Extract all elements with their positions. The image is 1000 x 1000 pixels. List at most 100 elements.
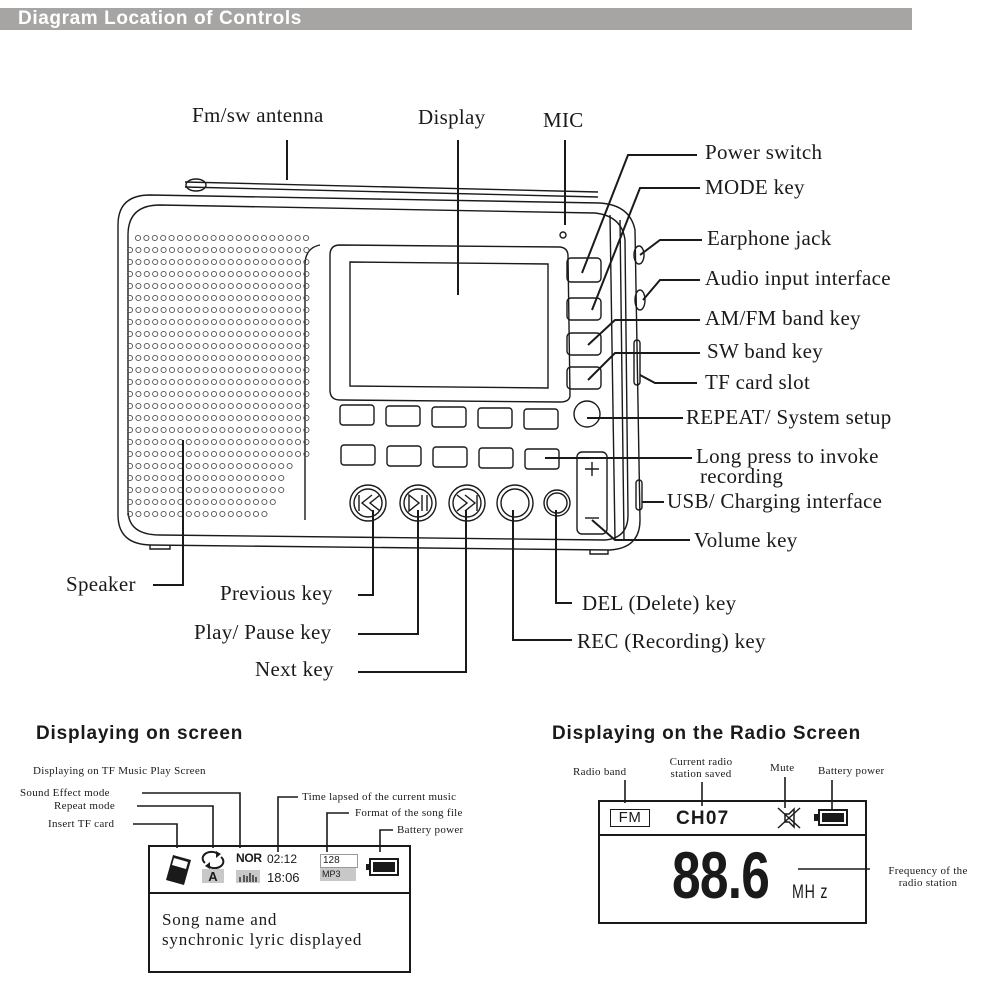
grille-hole — [160, 306, 167, 314]
grille-hole — [185, 378, 192, 386]
grille-hole — [185, 450, 192, 458]
grille-hole — [269, 366, 276, 374]
grille-hole — [194, 354, 201, 362]
grille-hole — [261, 366, 268, 374]
grille-hole — [210, 402, 218, 410]
grille-hole — [303, 366, 310, 374]
label-insert-tf: Insert TF card — [48, 818, 115, 830]
grille-hole — [244, 510, 251, 518]
grille-hole — [160, 282, 167, 290]
label-radio-band: Radio band — [573, 766, 627, 778]
grille-hole — [177, 294, 184, 302]
grille-hole — [143, 342, 150, 350]
grille-hole — [303, 390, 310, 398]
music-screen-title: Displaying on screen — [36, 723, 244, 744]
grille-hole — [261, 330, 268, 338]
grille-hole — [135, 510, 142, 518]
grille-hole — [269, 474, 276, 482]
grille-hole — [227, 462, 234, 470]
number-key — [523, 408, 559, 430]
grille-hole — [261, 318, 268, 326]
label-del-key: DEL (Delete) key — [582, 591, 737, 615]
grille-hole — [236, 318, 243, 326]
label-battery-radio: Battery power — [818, 765, 885, 777]
grille-hole — [126, 246, 134, 254]
grille-hole — [303, 330, 310, 338]
grille-hole — [135, 246, 142, 254]
grille-hole — [227, 342, 234, 350]
grille-hole — [135, 330, 142, 338]
grille-hole — [168, 498, 176, 506]
label-sound-effect: Sound Effect mode — [20, 787, 110, 799]
grille-hole — [252, 402, 260, 410]
grille-hole — [269, 354, 276, 362]
grille-hole — [185, 294, 192, 302]
grille-hole — [227, 366, 234, 374]
rec-key — [496, 484, 534, 522]
grille-hole — [202, 342, 209, 350]
label-frequency: Frequency of the radio station — [873, 865, 983, 889]
grille-hole — [143, 462, 150, 470]
grille-hole — [244, 270, 251, 278]
eq-mode-value: NOR — [236, 851, 262, 865]
grille-hole — [286, 354, 293, 362]
grille-hole — [252, 366, 260, 374]
leader-play — [358, 510, 419, 635]
grille-hole — [269, 306, 276, 314]
grille-hole — [236, 390, 243, 398]
grille-hole — [269, 258, 276, 266]
grille-hole — [210, 234, 217, 242]
grille-hole — [168, 258, 176, 266]
grille-hole — [134, 234, 142, 242]
leader-speaker — [153, 440, 184, 586]
grille-hole — [227, 438, 234, 446]
grille-hole — [294, 282, 302, 290]
grille-hole — [236, 450, 243, 458]
grille-hole — [210, 354, 218, 362]
grille-hole — [143, 318, 150, 326]
grille-hole — [286, 318, 293, 326]
grille-hole — [236, 414, 243, 422]
grille-hole — [126, 294, 134, 302]
grille-hole — [286, 438, 293, 446]
grille-hole — [126, 474, 134, 482]
grille-hole — [286, 306, 293, 314]
grille-hole — [244, 378, 251, 386]
grille-hole — [135, 378, 142, 386]
grille-hole — [151, 234, 158, 242]
label-station-saved: Current radio station saved — [656, 756, 746, 780]
grille-hole — [303, 294, 310, 302]
label-antenna: Fm/sw antenna — [192, 103, 324, 127]
grille-hole — [185, 462, 192, 470]
grille-hole — [168, 342, 176, 350]
grille-hole — [143, 438, 150, 446]
grille-hole — [168, 414, 176, 422]
grille-hole — [202, 234, 209, 242]
grille-hole — [227, 486, 234, 494]
grille-hole — [244, 474, 251, 482]
grille-hole — [135, 294, 142, 302]
grille-hole — [152, 258, 159, 266]
label-time-lapsed: Time lapsed of the current music — [302, 791, 457, 803]
grille-hole — [168, 306, 176, 314]
grille-hole — [269, 294, 276, 302]
grille-hole — [185, 498, 192, 506]
grille-hole — [219, 486, 226, 494]
grille-hole — [227, 306, 234, 314]
grille-hole — [160, 258, 167, 266]
grille-hole — [261, 378, 268, 386]
grille-hole — [236, 282, 243, 290]
leader-sw — [587, 352, 700, 381]
grille-hole — [227, 450, 234, 458]
repeat-icon — [201, 850, 225, 870]
grille-hole — [269, 402, 276, 410]
grille-hole — [236, 258, 243, 266]
next-icon — [456, 494, 478, 512]
grille-hole — [286, 462, 293, 470]
grille-hole — [252, 294, 260, 302]
grille-hole — [219, 294, 226, 302]
grille-hole — [143, 330, 150, 338]
grille-hole — [278, 294, 285, 302]
power-switch — [566, 257, 602, 283]
elapsed-time: 02:12 — [267, 852, 298, 866]
